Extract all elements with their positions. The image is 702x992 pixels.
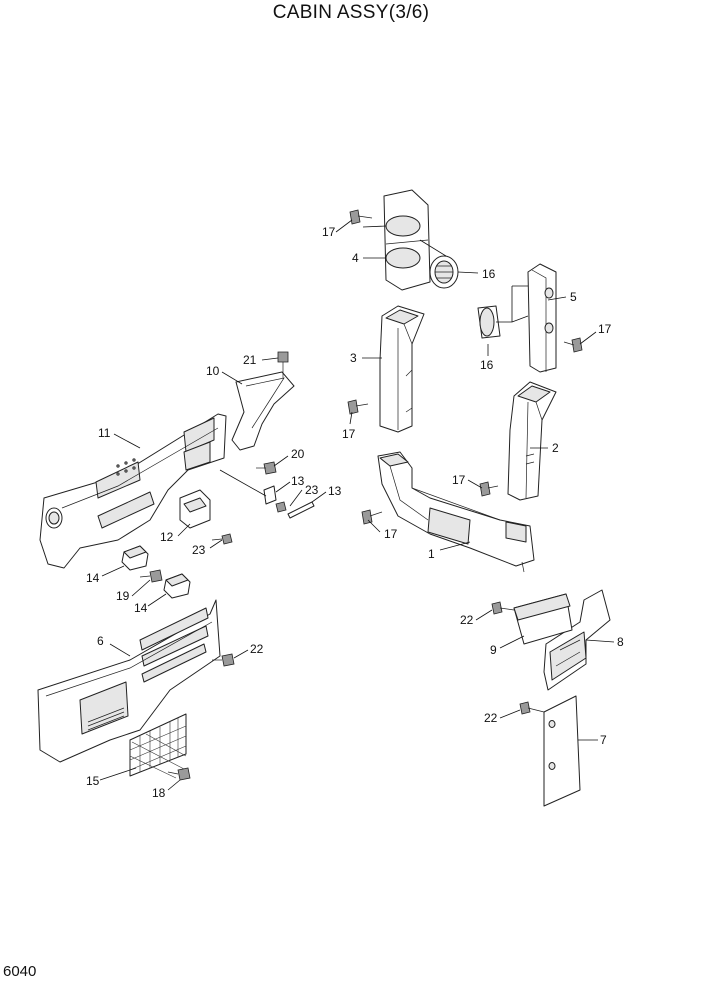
callout-22: 22 bbox=[460, 613, 474, 627]
callout-4: 4 bbox=[352, 251, 359, 265]
part-15-mesh-net bbox=[129, 713, 187, 779]
part-5-vertical-duct bbox=[527, 263, 557, 373]
screw-23-lower bbox=[211, 533, 233, 545]
bolt-17-upper bbox=[349, 209, 373, 225]
callout-14: 14 bbox=[134, 601, 148, 615]
callout-22: 22 bbox=[250, 642, 264, 656]
callout-23: 23 bbox=[305, 483, 319, 497]
page-title: CABIN ASSY(3/6) bbox=[272, 2, 430, 23]
callout-5: 5 bbox=[570, 290, 577, 304]
callout-16: 16 bbox=[482, 267, 496, 281]
screw-21 bbox=[277, 351, 289, 378]
part-11-side-panel bbox=[39, 413, 227, 569]
callout-9: 9 bbox=[490, 643, 497, 657]
callout-16: 16 bbox=[480, 358, 494, 372]
part-1-bottom-duct bbox=[377, 451, 535, 573]
part-3-angled-duct bbox=[379, 305, 425, 433]
part-9-block bbox=[513, 593, 573, 645]
part-4-vent-housing bbox=[383, 189, 431, 291]
part-2-angled-duct bbox=[507, 381, 557, 501]
callout-21: 21 bbox=[243, 353, 257, 367]
screw-18 bbox=[167, 767, 191, 781]
callout-23: 23 bbox=[192, 543, 206, 557]
callout-17: 17 bbox=[384, 527, 398, 541]
callout-17: 17 bbox=[322, 225, 336, 239]
callout-14: 14 bbox=[86, 571, 100, 585]
part-14-block-lower bbox=[163, 573, 191, 599]
callout-13: 13 bbox=[291, 474, 305, 488]
bolt-17-right bbox=[563, 337, 583, 353]
callout-13: 13 bbox=[328, 484, 342, 498]
callout-20: 20 bbox=[291, 447, 305, 461]
screw-22-left bbox=[212, 653, 235, 667]
part-6-lower-panel bbox=[37, 599, 221, 763]
part-16-round-louver-lower bbox=[477, 305, 501, 339]
callout-17: 17 bbox=[452, 473, 466, 487]
part-10-trim-bracket bbox=[231, 371, 295, 451]
callout-8: 8 bbox=[617, 635, 624, 649]
callout-3: 3 bbox=[350, 351, 357, 365]
callout-1: 1 bbox=[428, 547, 435, 561]
callout-labels: 17 4 16 5 17 16 3 17 2 17 17 1 21 10 11 … bbox=[86, 225, 624, 800]
fasteners bbox=[139, 209, 583, 781]
part-13-pin bbox=[287, 501, 315, 519]
screw-23-upper bbox=[275, 501, 287, 513]
bolt-17-lower bbox=[361, 509, 383, 525]
screw-20 bbox=[256, 461, 277, 475]
callout-17: 17 bbox=[598, 322, 612, 336]
callout-17: 17 bbox=[342, 427, 356, 441]
callout-11: 11 bbox=[98, 426, 111, 440]
screw-22-upper-right bbox=[491, 601, 515, 615]
leader-lines bbox=[99, 219, 615, 791]
part-14-block-upper bbox=[121, 545, 149, 571]
panel-grille bbox=[87, 707, 125, 731]
screw-19 bbox=[139, 569, 163, 583]
callout-15: 15 bbox=[86, 774, 100, 788]
part-7-plate bbox=[543, 695, 581, 807]
panel-vent-dots bbox=[116, 458, 136, 476]
callout-22: 22 bbox=[484, 711, 498, 725]
callout-10: 10 bbox=[206, 364, 220, 378]
callout-2: 2 bbox=[552, 441, 559, 455]
screw-22-lower-right bbox=[519, 701, 545, 715]
part-12-small-bracket bbox=[179, 489, 211, 529]
part-13-clip bbox=[263, 485, 277, 505]
bolt-17-mid bbox=[347, 399, 369, 415]
callout-6: 6 bbox=[97, 634, 104, 648]
bolt-17-lower-right bbox=[479, 481, 499, 497]
callout-12: 12 bbox=[160, 530, 174, 544]
callout-19: 19 bbox=[116, 589, 130, 603]
page-number: 6040 bbox=[3, 963, 37, 980]
part-16-round-louver-upper bbox=[429, 255, 459, 289]
callout-7: 7 bbox=[600, 733, 607, 747]
callout-18: 18 bbox=[152, 786, 166, 800]
